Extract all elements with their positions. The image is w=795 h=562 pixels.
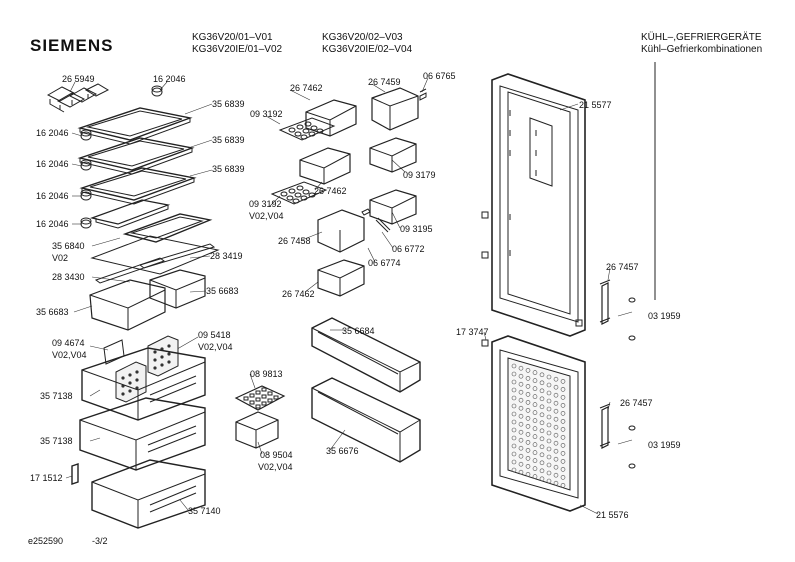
part-label-095418: 09 5418 [198, 330, 231, 340]
part-label-variant: V02,V04 [249, 211, 284, 221]
part-label-031959: 03 1959 [648, 311, 681, 321]
part-label-356839: 35 6839 [212, 99, 245, 109]
part-label-356684: 35 6684 [342, 326, 375, 336]
door-handles [600, 280, 635, 468]
part-label-066772: 06 6772 [392, 244, 425, 254]
crisper-drawer-group [72, 270, 205, 528]
model-line: KG36V20/02–V03 [322, 32, 403, 43]
part-label-356683: 35 6683 [206, 286, 239, 296]
part-label-356839: 35 6839 [212, 164, 245, 174]
part-label-066774: 06 6774 [368, 258, 401, 268]
part-label-093192: 09 3192 [250, 109, 283, 119]
part-label-171512: 17 1512 [30, 473, 63, 483]
part-label-094674: 09 4674 [52, 338, 85, 348]
part-label-356683: 35 6683 [36, 307, 69, 317]
part-label-089504: 08 9504 [260, 450, 293, 460]
part-label-162046: 16 2046 [153, 74, 186, 84]
model-line: KG36V20IE/01–V02 [192, 44, 283, 55]
part-label-variant: V02,V04 [52, 350, 87, 360]
door-bins-group [236, 88, 426, 462]
part-label-267457: 26 7457 [606, 262, 639, 272]
leader-lines [66, 78, 632, 514]
part-label-267459: 26 7459 [368, 77, 401, 87]
page-number: -3/2 [92, 536, 108, 546]
part-label-267462: 26 7462 [290, 83, 323, 93]
part-label-173747: 17 3747 [456, 327, 489, 337]
part-label-162046: 16 2046 [36, 191, 69, 201]
part-label-066765: 06 6765 [423, 71, 456, 81]
category-subtitle: Kühl–Gefrierkombinationen [641, 44, 763, 55]
model-line: KG36V20IE/02–V04 [322, 44, 413, 55]
part-label-162046: 16 2046 [36, 128, 69, 138]
part-label-162046: 16 2046 [36, 219, 69, 229]
part-label-357140: 35 7140 [188, 506, 221, 516]
part-label-267457: 26 7457 [620, 398, 653, 408]
part-label-093179: 09 3179 [403, 170, 436, 180]
part-label-162046: 16 2046 [36, 159, 69, 169]
category-title: KÜHL–,GEFRIERGERÄTE [641, 32, 762, 43]
drawing-id: e252590 [28, 536, 64, 546]
brand-logo: SIEMENS [30, 36, 114, 55]
part-label-215576: 21 5576 [596, 510, 629, 520]
part-label-variant: V02 [52, 253, 69, 263]
part-label-093195: 09 3195 [400, 224, 433, 234]
part-label-031959: 03 1959 [648, 440, 681, 450]
part-label-357138: 35 7138 [40, 436, 73, 446]
part-label-267462: 26 7462 [282, 289, 315, 299]
part-label-283430: 28 3430 [52, 272, 85, 282]
part-label-356840: 35 6840 [52, 241, 85, 251]
part-label-variant: V02,V04 [198, 342, 233, 352]
part-label-variant: V02,V04 [258, 462, 293, 472]
part-label-283419: 28 3419 [210, 251, 243, 261]
glass-shelf-group [48, 84, 218, 283]
part-label-357138: 35 7138 [40, 391, 73, 401]
part-label-265949: 26 5949 [62, 74, 95, 84]
fridge-door-upper [482, 74, 585, 336]
freezer-door-lower [482, 336, 585, 511]
part-label-089813: 08 9813 [250, 369, 283, 379]
part-label-356839: 35 6839 [212, 135, 245, 145]
part-label-267462: 26 7462 [314, 186, 347, 196]
part-label-267458: 26 7458 [278, 236, 311, 246]
part-label-093192: 09 3192 [249, 199, 282, 209]
part-label-356676: 35 6676 [326, 446, 359, 456]
model-line: KG36V20/01–V01 [192, 32, 273, 43]
part-label-215577: 21 5577 [579, 100, 612, 110]
